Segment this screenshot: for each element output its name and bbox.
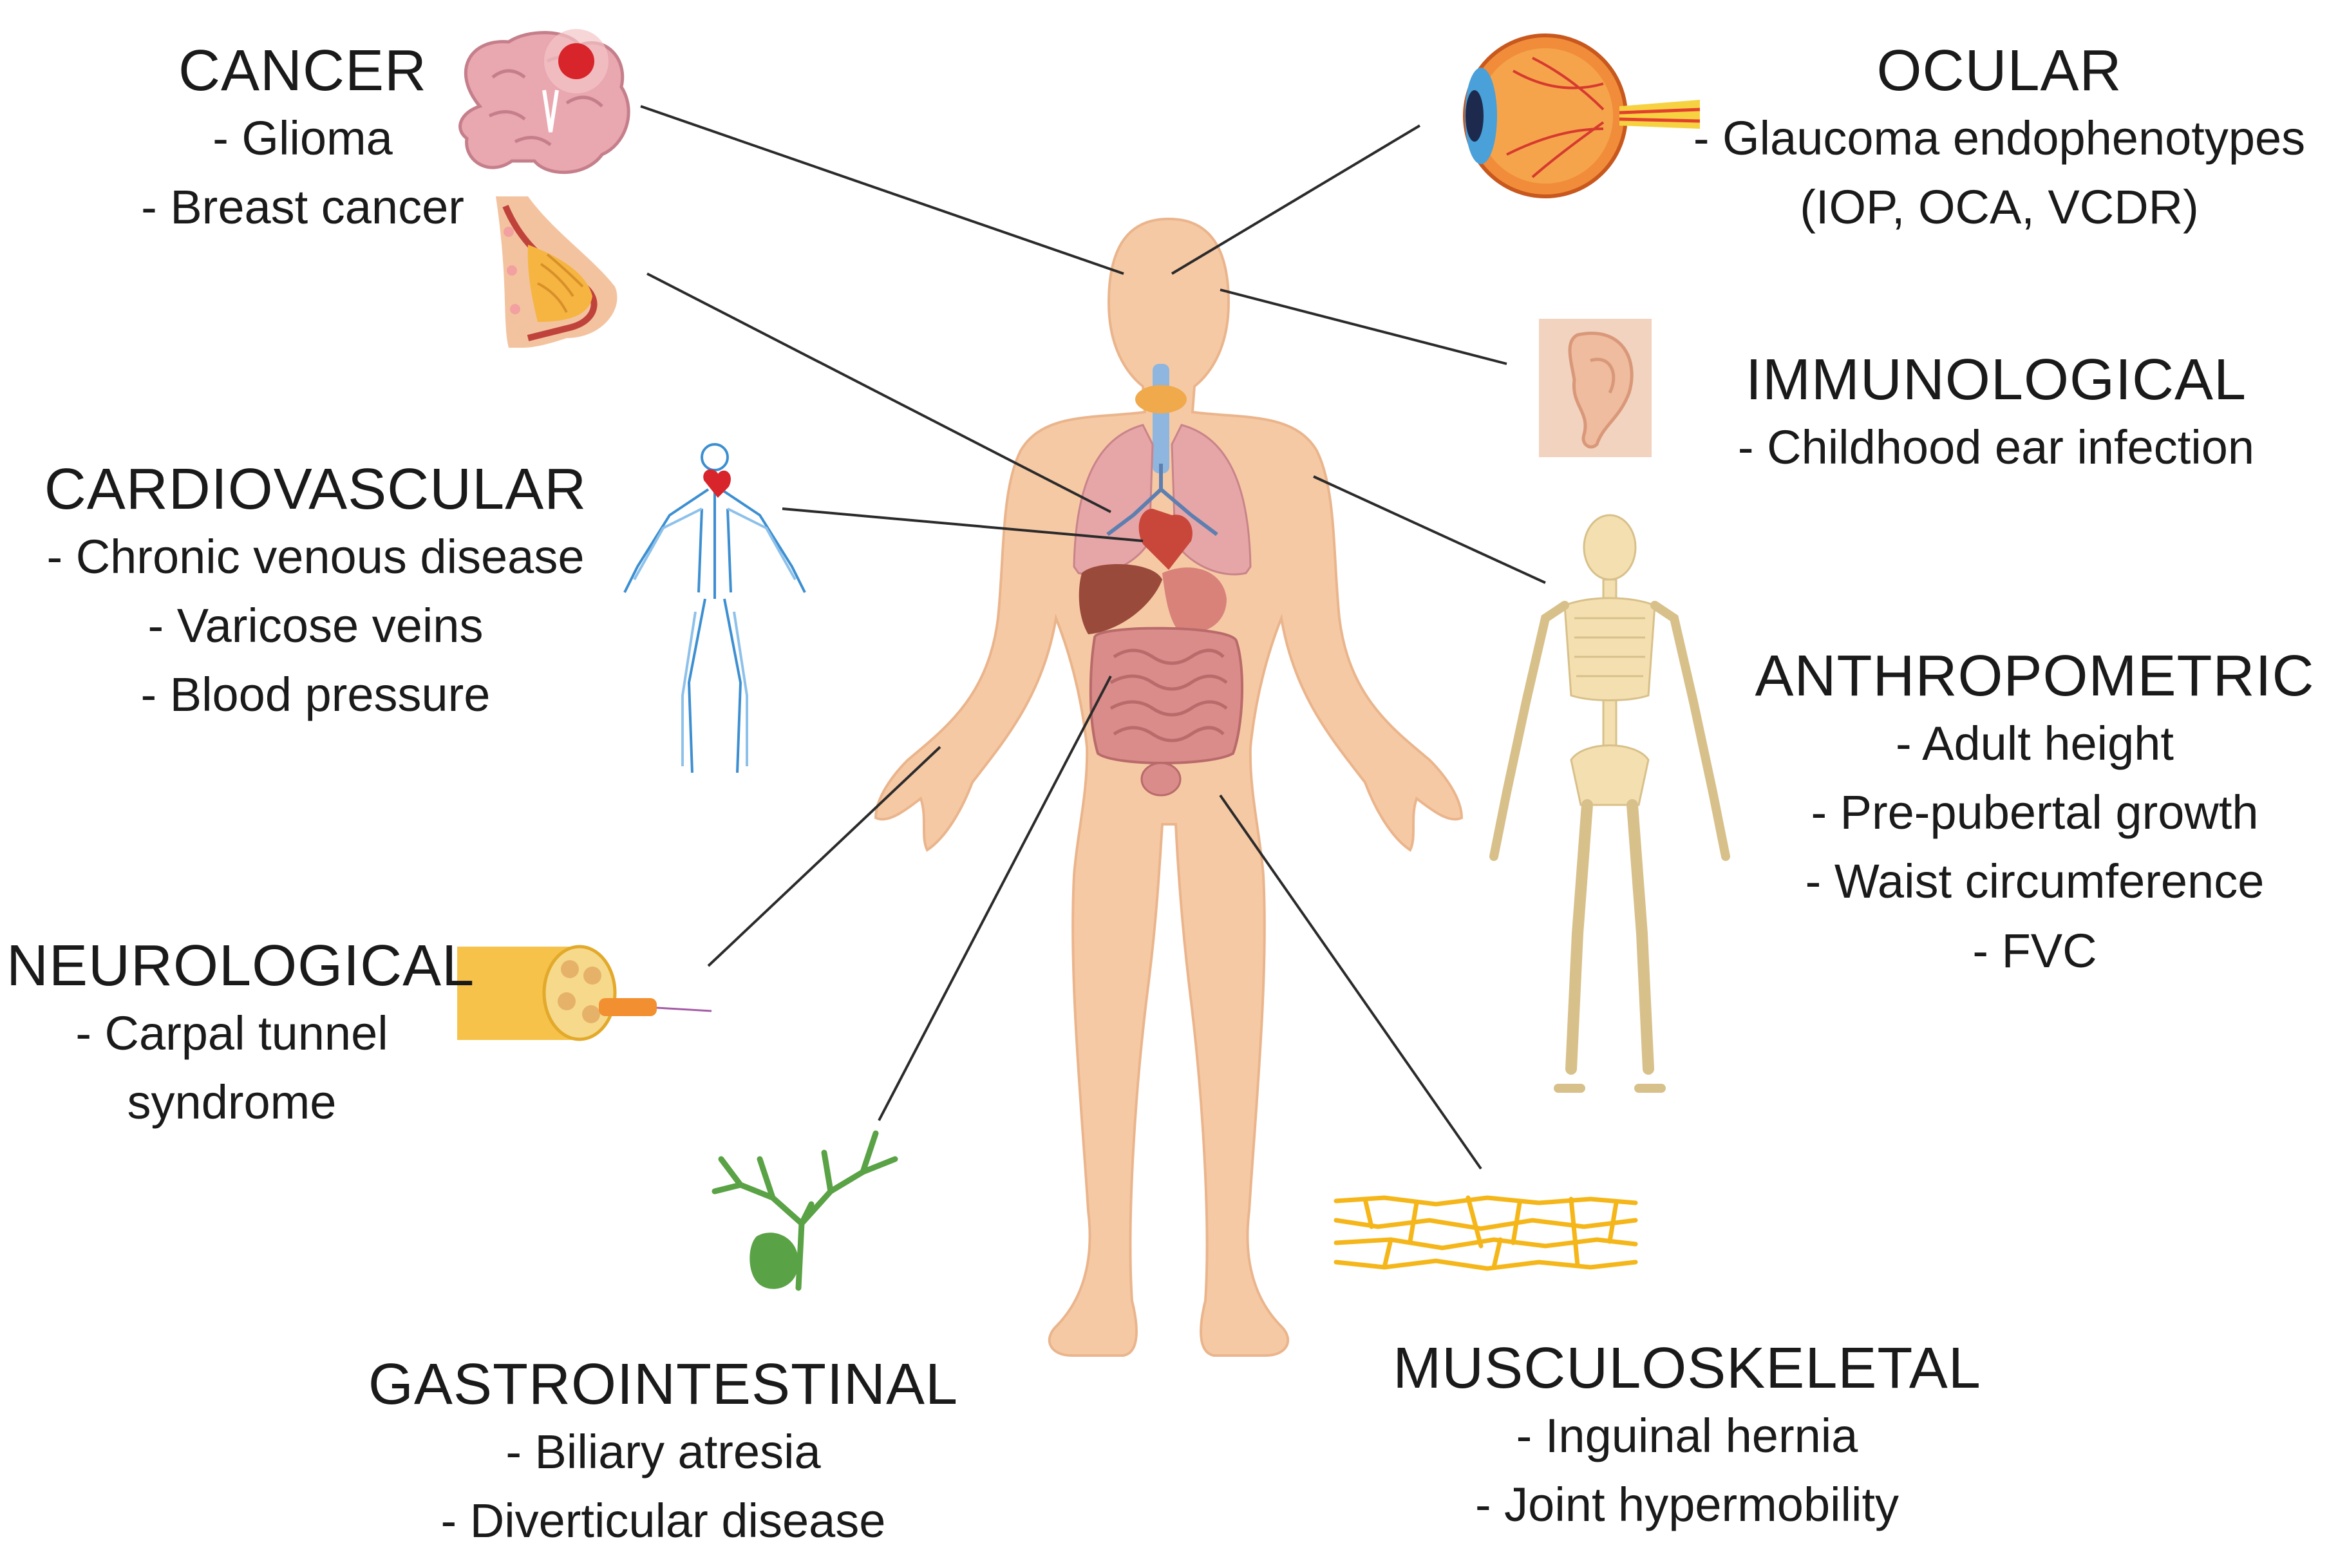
immunological-title: IMMUNOLOGICAL — [1745, 348, 2247, 412]
anthropometric-item-4: - FVC — [1972, 923, 2097, 978]
cancer-group: CANCER - Glioma - Breast cancer — [103, 39, 502, 241]
ocular-group: OCULAR - Glaucoma endophenotypes (IOP, O… — [1661, 39, 2337, 241]
gastrointestinal-group: GASTROINTESTINAL - Biliary atresia - Div… — [361, 1352, 966, 1555]
musculoskeletal-item-2: - Joint hypermobility — [1475, 1478, 1899, 1532]
musculoskeletal-item-1: - Inguinal hernia — [1516, 1408, 1858, 1462]
cancer-item-2: - Breast cancer — [141, 180, 464, 234]
cancer-title: CANCER — [178, 39, 428, 103]
cardiovascular-item-1: - Chronic venous disease — [46, 529, 585, 583]
biliary-tree-icon — [712, 1130, 898, 1291]
vascular-system-icon — [623, 443, 806, 773]
anthropometric-title: ANTHROPOMETRIC — [1755, 644, 2315, 708]
connector-lines — [640, 105, 1546, 1170]
gastrointestinal-title: GASTROINTESTINAL — [368, 1352, 959, 1417]
ear-icon — [1539, 319, 1652, 457]
cardiovascular-item-2: - Varicose veins — [147, 599, 484, 653]
liver-shape — [1079, 564, 1162, 634]
neurological-item-1: - Carpal tunnel — [75, 1006, 388, 1060]
cancer-item-1: - Glioma — [212, 111, 393, 165]
breast-icon — [496, 196, 617, 348]
neurological-item-2: syndrome — [127, 1075, 337, 1129]
stomach-shape — [1162, 567, 1227, 633]
gastrointestinal-item-2: - Diverticular disease — [440, 1494, 886, 1548]
musculoskeletal-group: MUSCULOSKELETAL - Inguinal hernia - Join… — [1384, 1336, 1990, 1539]
human-body-icon — [874, 217, 1464, 1357]
brain-icon — [458, 29, 630, 175]
gastrointestinal-item-1: - Biliary atresia — [505, 1424, 821, 1478]
neurological-group: NEUROLOGICAL - Carpal tunnel syndrome — [6, 934, 475, 1137]
skeleton-icon — [1489, 514, 1730, 1093]
eye-icon — [1463, 33, 1701, 198]
collagen-fibers-icon — [1334, 1195, 1638, 1271]
thyroid-shape — [1135, 385, 1187, 413]
ocular-item-2: (IOP, OCA, VCDR) — [1800, 180, 2199, 234]
cardiovascular-item-3: - Blood pressure — [140, 668, 491, 722]
anthropometric-item-3: - Waist circumference — [1805, 855, 2265, 909]
anthropometric-item-1: - Adult height — [1896, 716, 2174, 770]
neurological-title: NEUROLOGICAL — [6, 934, 475, 998]
cardiovascular-group: CARDIOVASCULAR - Chronic venous disease … — [6, 457, 625, 730]
heart-shape — [1138, 509, 1193, 570]
ocular-item-1: - Glaucoma endophenotypes — [1693, 111, 2306, 165]
cardiovascular-title: CARDIOVASCULAR — [44, 457, 587, 522]
anthropometric-group: ANTHROPOMETRIC - Adult height - Pre-pube… — [1739, 644, 2331, 985]
anthropometric-item-2: - Pre-pubertal growth — [1811, 786, 2259, 840]
ocular-title: OCULAR — [1876, 39, 2122, 103]
intestines-shape — [1089, 627, 1244, 797]
immunological-item-1: - Childhood ear infection — [1737, 420, 2255, 474]
trachea-shape — [1153, 364, 1169, 473]
immunological-group: IMMUNOLOGICAL - Childhood ear infection — [1687, 348, 2305, 482]
musculoskeletal-title: MUSCULOSKELETAL — [1393, 1336, 1981, 1401]
nerve-icon — [457, 945, 712, 1041]
